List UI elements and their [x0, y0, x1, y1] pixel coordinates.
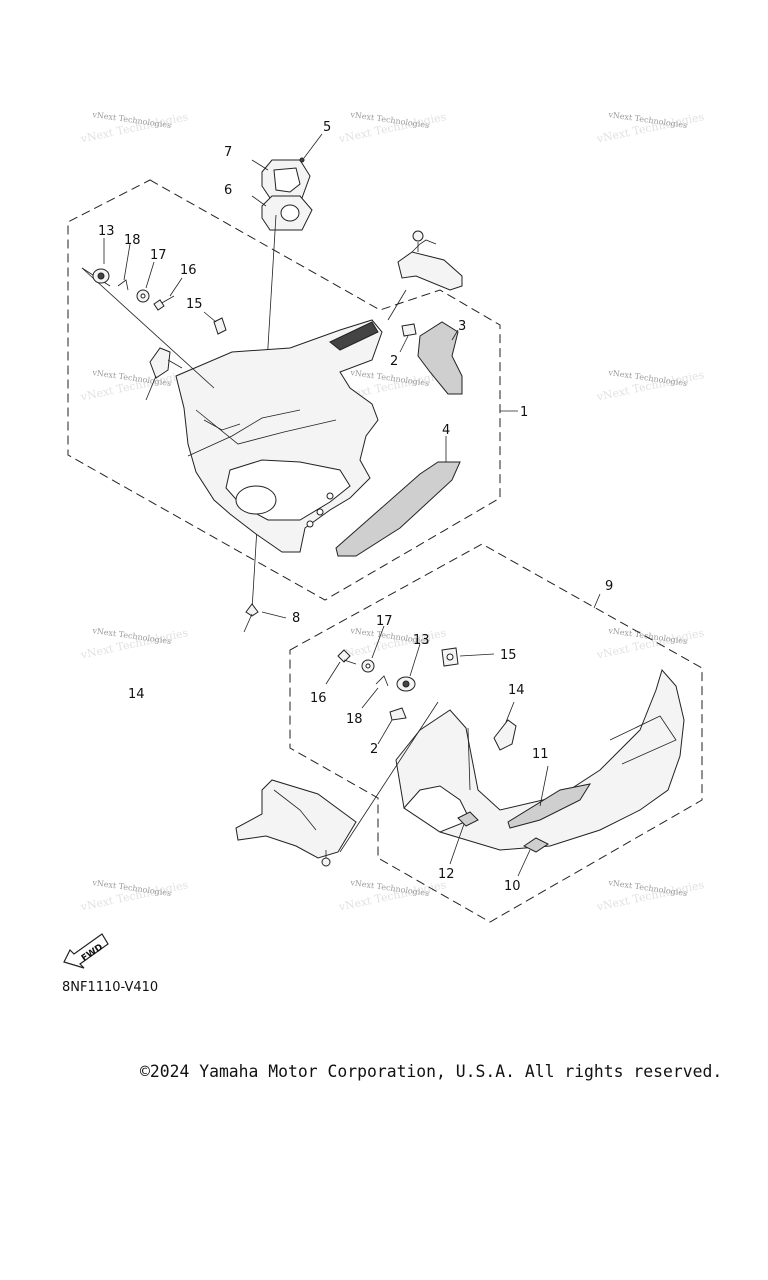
part-16-bolt: [153, 277, 183, 311]
part-8-rivet: [243, 603, 287, 633]
watermark: vNext Technologies vNext Technologies: [79, 110, 190, 146]
part-7-plate: [251, 159, 311, 199]
leader-line: [593, 593, 601, 609]
part-15-nut: [203, 311, 227, 335]
lower-assembly-boundary: [289, 543, 703, 923]
part-18-clip-lower: [361, 675, 389, 709]
part-16-bolt-lower: [325, 649, 357, 685]
part-18-clip: [117, 243, 131, 291]
watermark: vNext Technologies vNext Technologies: [595, 368, 706, 404]
upper-cowl: [175, 319, 383, 553]
part-17-washer: [136, 261, 155, 303]
callout-3: 3: [458, 319, 466, 334]
lower-cowl: [395, 668, 685, 853]
callout-10: 10: [504, 879, 521, 894]
callout-1: 1: [520, 405, 528, 420]
callout-6: 6: [224, 183, 232, 198]
part-15-nut-lower: [441, 647, 495, 667]
watermark: vNext Technologies vNext Technologies: [337, 878, 448, 914]
leader-line: [539, 765, 549, 807]
part-2-clip: [399, 323, 417, 353]
part-13-grommet-lower: [396, 643, 421, 692]
callout-18: 18: [124, 233, 141, 248]
part-2-clip-lower: [377, 707, 407, 745]
watermark: vNext Technologies vNext Technologies: [595, 110, 706, 146]
callout-14: 14: [128, 687, 145, 702]
part-6-plate: [251, 195, 313, 231]
copyright-notice: ©2024 Yamaha Motor Corporation, U.S.A. A…: [140, 1062, 723, 1081]
callouts: 1 2 3 4 5 6 7 8 9 10 11 12 13 14 15 16 1…: [98, 120, 613, 894]
part-17-washer-lower: [361, 625, 385, 673]
callout-2: 2: [390, 354, 398, 369]
upper-bracket: [387, 230, 463, 321]
callout-9: 9: [605, 579, 613, 594]
leader-line: [81, 267, 215, 389]
callout-12: 12: [438, 867, 455, 882]
part-13-grommet: [92, 238, 110, 284]
callout-15-lower: 15: [500, 648, 517, 663]
leader-line: [449, 823, 465, 865]
callout-17: 17: [150, 248, 167, 263]
callout-7: 7: [224, 145, 232, 160]
callout-13: 13: [98, 224, 115, 239]
part-14-holder: [145, 347, 183, 401]
callout-13-lower: 13: [413, 633, 430, 648]
lower-bracket: [235, 779, 357, 867]
part-14-holder-lower: [493, 701, 517, 751]
callout-8: 8: [292, 611, 300, 626]
watermark: vNext Technologies vNext Technologies: [595, 878, 706, 914]
callout-5: 5: [323, 120, 331, 135]
callout-18-lower: 18: [346, 712, 363, 727]
callout-14-lower: 14: [508, 683, 525, 698]
part-3-pad: [417, 321, 463, 395]
part-5-screw: [299, 133, 323, 163]
fwd-arrow-icon: FWD: [63, 933, 109, 969]
watermark: vNext Technologies vNext Technologies: [79, 626, 190, 662]
watermark: vNext Technologies vNext Technologies: [79, 878, 190, 914]
callout-2-lower: 2: [370, 742, 378, 757]
diagram-code: 8NF1110-V410: [62, 980, 159, 995]
callout-4: 4: [442, 423, 450, 438]
upper-assembly-boundary: [67, 179, 501, 601]
watermark: vNext Technologies vNext Technologies: [337, 110, 448, 146]
watermark: vNext Technologies vNext Technologies: [79, 368, 190, 404]
leader-line: [339, 701, 439, 853]
callout-17-lower: 17: [376, 614, 393, 629]
callout-15: 15: [186, 297, 203, 312]
callout-11: 11: [532, 747, 549, 762]
callout-16-lower: 16: [310, 691, 327, 706]
part-4-pad: [335, 436, 461, 557]
callout-16: 16: [180, 263, 197, 278]
watermark: vNext Technologies vNext Technologies: [337, 626, 448, 662]
watermark: vNext Technologies vNext Technologies: [595, 626, 706, 662]
leader-line: [517, 849, 531, 877]
